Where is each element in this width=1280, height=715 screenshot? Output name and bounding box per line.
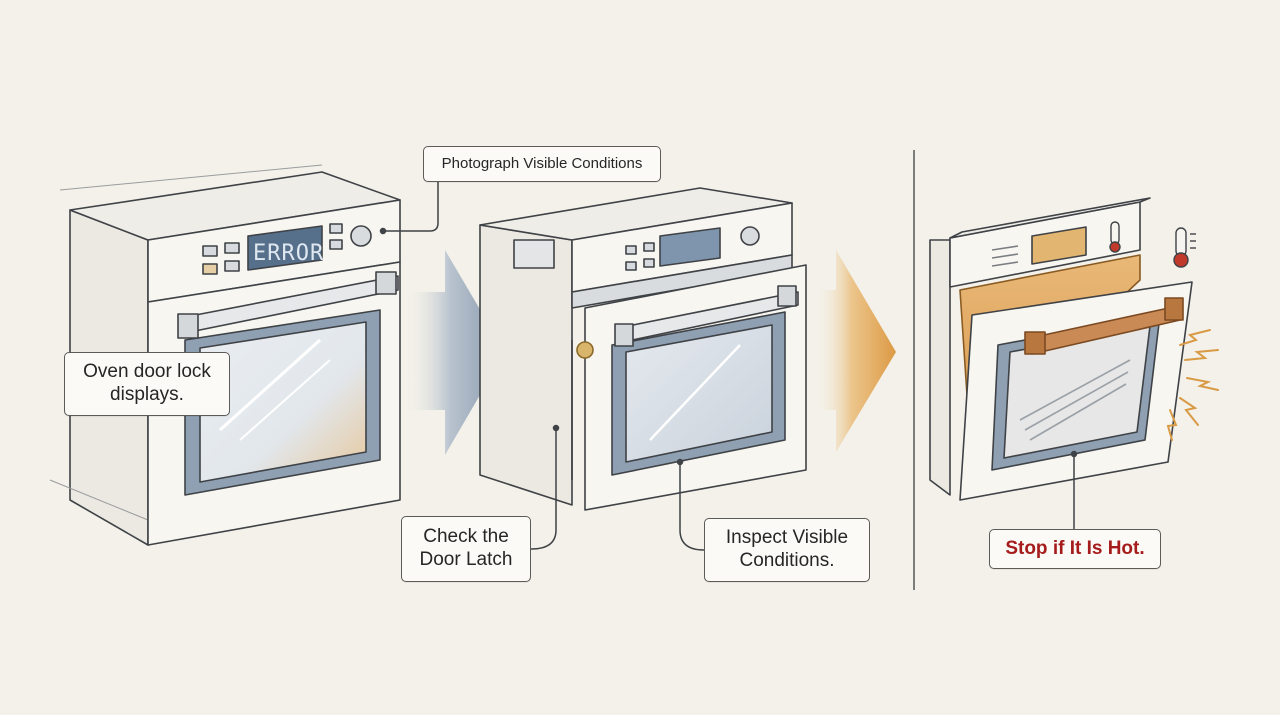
oven-3-hot-door [929,197,1193,501]
arrow-right-icon [816,250,896,452]
arrow-right-icon [405,250,505,455]
heat-burst-icon [1166,329,1219,441]
door-lock-callout: Oven door lock displays. [64,352,230,416]
leader-lines [379,182,1078,551]
door-latch-callout: Check the Door Latch [401,516,531,582]
photograph-callout: Photograph Visible Conditions [423,146,661,182]
thermometer-icon [1173,227,1196,268]
thermometer-icon [1109,221,1121,253]
stop-hot-callout: Stop if It Is Hot. [989,529,1161,569]
oven-1-error-display [49,164,401,546]
error-display-text: ERROR [253,241,325,266]
inspect-callout: Inspect Visible Conditions. [704,518,870,582]
oven-2-door-latch [479,187,807,511]
